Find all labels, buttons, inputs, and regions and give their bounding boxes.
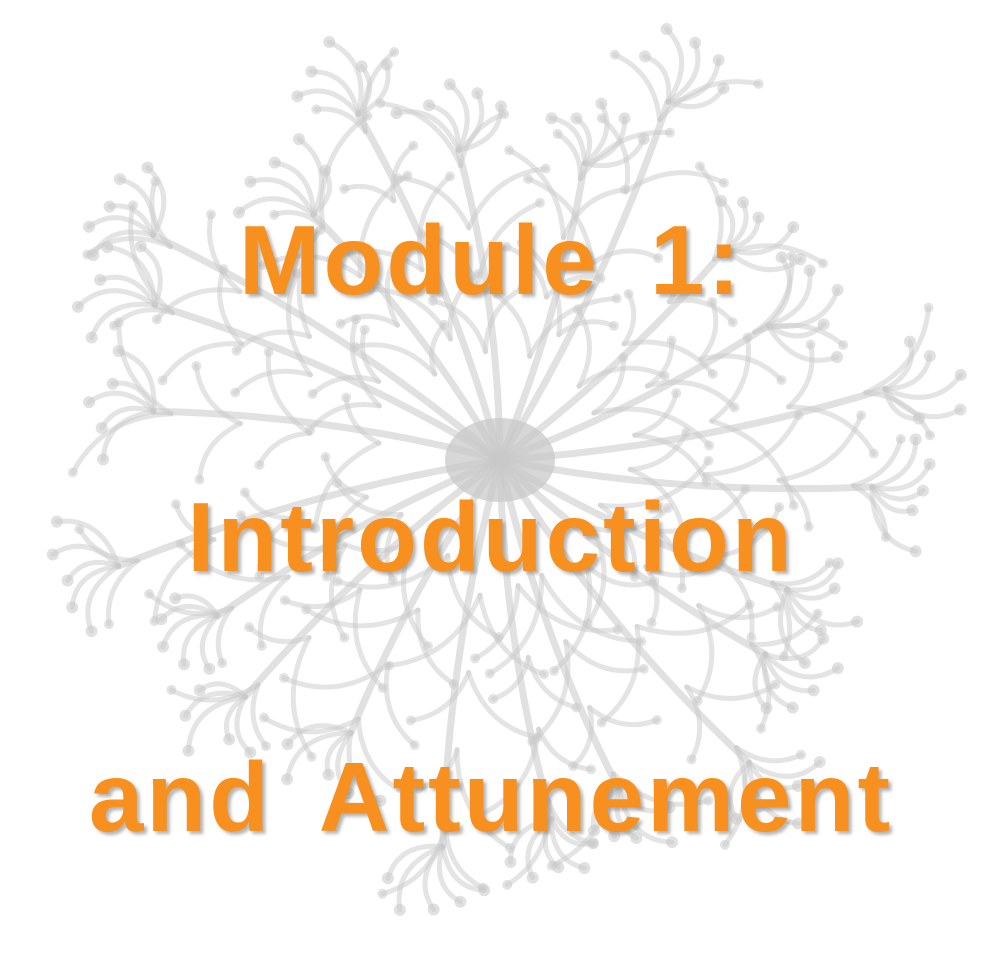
slide-title-line-2: Introduction — [187, 482, 795, 592]
slide-title-line-3: and Attunement — [88, 742, 894, 852]
slide-title-line-1: Module 1: — [238, 205, 744, 315]
